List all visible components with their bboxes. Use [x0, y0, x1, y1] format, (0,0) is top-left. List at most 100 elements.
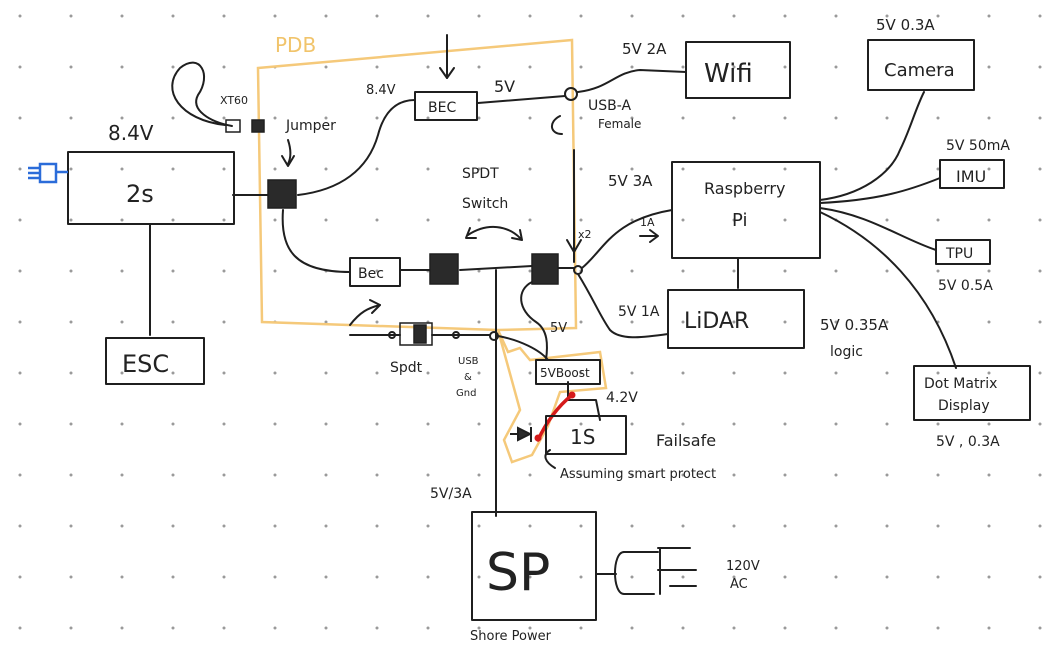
- grid-dot: [171, 218, 175, 222]
- grid-dot: [69, 320, 73, 324]
- spdt-node-left: [388, 331, 396, 339]
- tpu-label: TPU: [945, 246, 973, 262]
- pi-power-label: 5V 3A: [608, 172, 653, 190]
- grid-dot: [732, 14, 736, 18]
- grid-dot: [630, 116, 634, 120]
- grid-dot: [18, 14, 22, 18]
- usb-a-label: USB-A: [588, 98, 631, 114]
- grid-dot: [18, 575, 22, 579]
- grid-dot: [477, 14, 481, 18]
- grid-dot: [579, 473, 583, 477]
- grid-dot: [171, 626, 175, 630]
- grid-dot: [69, 626, 73, 630]
- spdt-switch-1: [429, 253, 459, 285]
- grid-dot: [936, 65, 940, 69]
- grid-dot: [375, 371, 379, 375]
- grid-dot: [375, 116, 379, 120]
- grid-dot: [273, 575, 277, 579]
- grid-dot: [69, 14, 73, 18]
- grid-dot: [630, 269, 634, 273]
- grid-dot: [987, 626, 991, 630]
- grid-dot: [69, 422, 73, 426]
- wiring: [149, 34, 957, 595]
- grid-dot: [528, 371, 532, 375]
- grid-dot: [834, 116, 838, 120]
- shore-power-box: [471, 511, 597, 621]
- grid-dot: [18, 320, 22, 324]
- grid-dot: [528, 575, 532, 579]
- red-wire: [536, 393, 574, 442]
- grid-dot: [171, 575, 175, 579]
- grid-dot: [477, 575, 481, 579]
- grid-dot: [732, 65, 736, 69]
- grid-dot: [375, 269, 379, 273]
- grid-dot: [1038, 65, 1042, 69]
- grid-dot: [936, 167, 940, 171]
- grid-dot: [885, 524, 889, 528]
- grid-dot: [222, 524, 226, 528]
- grid-dot: [732, 524, 736, 528]
- camera-box: [867, 39, 975, 91]
- one-s-label: 1S: [570, 425, 595, 449]
- grid-dot: [477, 422, 481, 426]
- grid-dot: [834, 524, 838, 528]
- grid-dot: [69, 524, 73, 528]
- ac-120v-label: 120V: [726, 559, 760, 574]
- grid-dot: [120, 218, 124, 222]
- red-wire-end-top: [568, 391, 576, 399]
- grid-dot: [375, 167, 379, 171]
- grid-dot: [222, 269, 226, 273]
- grid-dot: [1038, 320, 1042, 324]
- grid-dot: [477, 218, 481, 222]
- grid-dot: [18, 218, 22, 222]
- grid-dot: [630, 320, 634, 324]
- grid-dot: [18, 371, 22, 375]
- grid-dot: [936, 422, 940, 426]
- grid-dot: [18, 269, 22, 273]
- grid-dot: [783, 14, 787, 18]
- battery-2s-box: [67, 151, 235, 225]
- lidar-label: LiDAR: [684, 309, 749, 334]
- grid-dot: [579, 116, 583, 120]
- grid-dot: [477, 320, 481, 324]
- imu-power-label: 5V 50mA: [946, 138, 1010, 154]
- grid-dot: [18, 422, 22, 426]
- grid-dot: [987, 167, 991, 171]
- grid-dot: [528, 422, 532, 426]
- grid-dot: [732, 320, 736, 324]
- grid-dot: [681, 269, 685, 273]
- grid-dot: [120, 14, 124, 18]
- grid-dot: [18, 524, 22, 528]
- grid-dot: [18, 167, 22, 171]
- grid-dot: [273, 269, 277, 273]
- grid-dot: [18, 626, 22, 630]
- camera-power-label: 5V 0.3A: [876, 16, 935, 34]
- grid-dot: [783, 218, 787, 222]
- grid-dot: [1038, 371, 1042, 375]
- imu-box: [939, 159, 1005, 189]
- grid-dot: [120, 575, 124, 579]
- grid-dot: [222, 167, 226, 171]
- pdb-outline: [256, 38, 608, 464]
- grid-dot: [222, 575, 226, 579]
- grid-dot: [528, 626, 532, 630]
- grid-dot: [273, 371, 277, 375]
- grid-dot: [324, 116, 328, 120]
- grid-dot: [171, 269, 175, 273]
- grid-dot: [324, 371, 328, 375]
- grid-dot: [426, 14, 430, 18]
- grid-dot: [375, 575, 379, 579]
- wifi-label: Wifi: [704, 59, 753, 89]
- grid-dot: [222, 371, 226, 375]
- grid-dot: [885, 320, 889, 324]
- grid-dot: [171, 320, 175, 324]
- grid-dot: [885, 269, 889, 273]
- grid-dot: [477, 626, 481, 630]
- grid-dot: [528, 269, 532, 273]
- grid-dot: [222, 218, 226, 222]
- v42-label: 4.2V: [606, 390, 638, 406]
- grid-dot: [783, 473, 787, 477]
- grid-dot: [120, 422, 124, 426]
- grid-dot: [681, 116, 685, 120]
- grid-dot: [732, 575, 736, 579]
